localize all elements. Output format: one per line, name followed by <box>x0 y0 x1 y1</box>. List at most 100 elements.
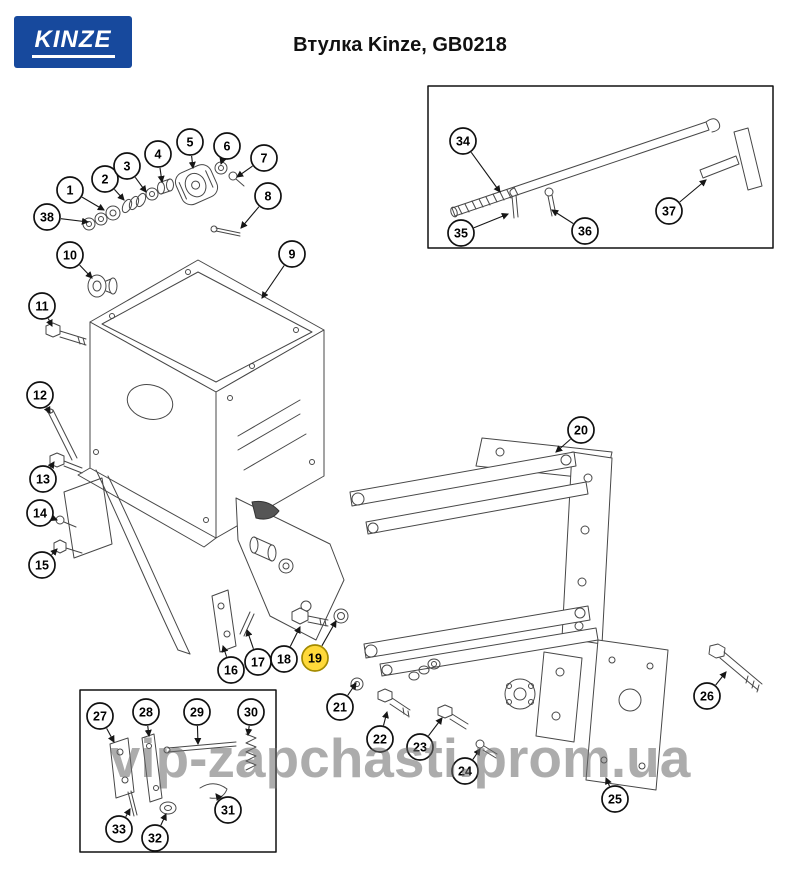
callout-37: 37 <box>655 179 707 225</box>
callout-leader-12 <box>43 405 51 414</box>
part-mount-bracket <box>504 639 669 791</box>
callout-number-17: 17 <box>251 655 265 669</box>
part-spring-small <box>121 192 147 214</box>
callout-leader-38 <box>60 217 90 225</box>
kinze-logo: KINZE <box>14 16 132 68</box>
part-long-bolt <box>708 643 763 693</box>
part-support-box <box>77 259 325 548</box>
callout-9: 9 <box>261 240 306 299</box>
callout-29: 29 <box>183 698 211 746</box>
callout-leader-24 <box>472 748 481 760</box>
part-grommet <box>87 274 118 298</box>
part-bushing <box>333 608 349 624</box>
callout-leader-17 <box>245 628 254 649</box>
callout-2: 2 <box>91 165 125 201</box>
callout-number-37: 37 <box>662 204 676 218</box>
callout-circle-9 <box>278 240 306 268</box>
callout-number-8: 8 <box>265 189 272 203</box>
callout-24: 24 <box>451 748 481 785</box>
part-left-arm <box>95 469 255 655</box>
callout-leader-16 <box>221 644 229 657</box>
callout-number-35: 35 <box>454 226 468 240</box>
callout-number-13: 13 <box>36 472 50 486</box>
callout-6: 6 <box>213 132 241 166</box>
callout-number-23: 23 <box>413 740 427 754</box>
callout-circle-34 <box>449 127 477 155</box>
callout-17: 17 <box>244 628 272 676</box>
callout-leader-5 <box>188 155 196 170</box>
callout-number-14: 14 <box>33 506 47 520</box>
callout-leader-36 <box>551 209 574 224</box>
callout-35: 35 <box>447 212 509 247</box>
callout-leader-13 <box>47 461 55 470</box>
callout-circle-35 <box>447 219 475 247</box>
callout-5: 5 <box>176 128 204 170</box>
callout-number-16: 16 <box>224 663 238 677</box>
callout-number-9: 9 <box>289 247 296 261</box>
callout-leader-2 <box>113 189 125 201</box>
part-parallel-linkage <box>349 437 613 677</box>
callout-leader-27 <box>106 728 115 743</box>
callout-number-20: 20 <box>574 423 588 437</box>
callout-leader-34 <box>470 152 501 193</box>
callout-leader-31 <box>215 793 223 802</box>
part-retainer-pin <box>210 225 241 237</box>
callout-circle-21 <box>326 693 354 721</box>
callout-leader-14 <box>50 514 58 521</box>
callout-leader-4 <box>157 167 165 184</box>
callout-circle-6 <box>213 132 241 160</box>
callout-3: 3 <box>113 152 147 193</box>
callout-number-30: 30 <box>244 705 258 719</box>
callout-number-6: 6 <box>224 139 231 153</box>
callout-11: 11 <box>28 292 56 327</box>
callout-circle-3 <box>113 152 141 180</box>
callout-number-27: 27 <box>93 709 107 723</box>
callout-leader-29 <box>194 725 202 746</box>
kinze-logo-text: KINZE <box>31 26 115 58</box>
callout-number-24: 24 <box>458 764 472 778</box>
callout-leader-35 <box>473 212 509 229</box>
callout-leader-21 <box>347 682 357 696</box>
callout-circle-30 <box>237 698 265 726</box>
callout-circle-33 <box>105 815 133 843</box>
callout-leader-26 <box>715 671 727 686</box>
callout-leader-1 <box>81 196 105 211</box>
callout-leader-32 <box>160 813 167 826</box>
callout-34: 34 <box>449 127 501 193</box>
callout-14: 14 <box>26 499 58 527</box>
callout-circle-18 <box>270 645 298 673</box>
callout-number-7: 7 <box>261 151 268 165</box>
callout-circle-32 <box>141 824 169 852</box>
callout-leader-8 <box>240 206 260 229</box>
callout-number-1: 1 <box>67 183 74 197</box>
callout-circle-1 <box>56 176 84 204</box>
callout-33: 33 <box>105 808 133 843</box>
callout-leader-25 <box>605 777 612 787</box>
callout-leader-10 <box>79 264 93 279</box>
callout-number-10: 10 <box>63 248 77 262</box>
callout-leader-18 <box>289 626 301 647</box>
callout-circle-20 <box>567 416 595 444</box>
callout-circle-28 <box>132 698 160 726</box>
callout-number-2: 2 <box>102 172 109 186</box>
callout-18: 18 <box>270 626 301 673</box>
callout-13: 13 <box>29 461 57 493</box>
part-lock-pin <box>509 187 519 219</box>
callout-leader-22 <box>382 710 389 726</box>
callout-leader-11 <box>46 318 53 327</box>
callout-number-38: 38 <box>40 210 54 224</box>
callout-15: 15 <box>28 548 58 579</box>
callout-number-12: 12 <box>33 388 47 402</box>
callout-leader-6 <box>219 157 227 166</box>
callout-circle-23 <box>406 733 434 761</box>
callout-number-4: 4 <box>155 147 162 161</box>
callout-20: 20 <box>555 416 595 453</box>
callout-circle-37 <box>655 197 683 225</box>
callout-circle-19 <box>301 644 329 672</box>
callout-leader-28 <box>144 725 152 738</box>
part-t-handle <box>699 127 763 191</box>
callout-number-28: 28 <box>139 705 153 719</box>
